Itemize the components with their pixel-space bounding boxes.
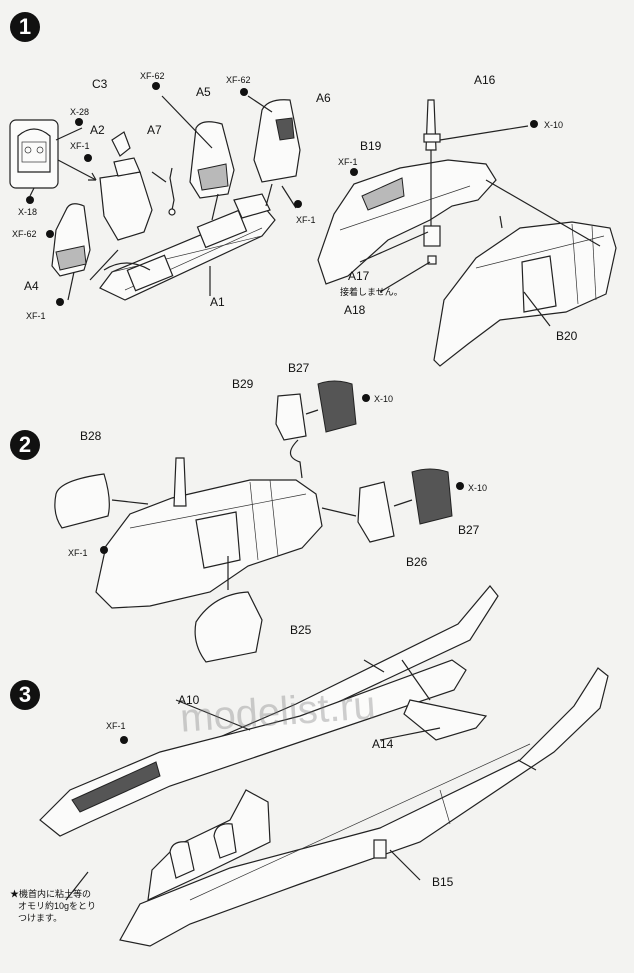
part-label-b27-bottom: B27 bbox=[458, 523, 480, 537]
paint-code-xf1-b: XF-1 bbox=[296, 215, 316, 225]
paint-code-x18: X-18 bbox=[18, 207, 38, 217]
step-2-badge: 2 bbox=[10, 430, 40, 460]
part-label-c3: C3 bbox=[92, 77, 108, 91]
nose-weight-note-line-3: つけます。 bbox=[18, 913, 63, 923]
paint-dot bbox=[84, 154, 92, 162]
paint-code-xf1: XF-1 bbox=[338, 157, 358, 167]
part-label-a16: A16 bbox=[474, 73, 496, 87]
paint-dot bbox=[26, 196, 34, 204]
part-label-b19: B19 bbox=[360, 139, 382, 153]
paint-code-xf1-a: XF-1 bbox=[70, 141, 90, 151]
paint-code-xf62-a: XF-62 bbox=[12, 229, 37, 239]
paint-dot bbox=[100, 546, 108, 554]
a17-note: 接着しません。 bbox=[340, 287, 403, 297]
part-label-b29: B29 bbox=[232, 377, 254, 391]
fuselage-step3-drawing bbox=[39, 585, 609, 947]
paint-dot bbox=[46, 230, 54, 238]
step-3-badge: 3 bbox=[10, 680, 40, 710]
part-label-a5: A5 bbox=[196, 85, 211, 99]
fuselage-step1-drawing bbox=[317, 99, 617, 367]
part-label-a1: A1 bbox=[210, 295, 225, 309]
paint-dot bbox=[530, 120, 538, 128]
paint-code-xf1-c: XF-1 bbox=[26, 311, 46, 321]
paint-code-x10-top: X-10 bbox=[374, 394, 394, 404]
part-label-b27-top: B27 bbox=[288, 361, 310, 375]
part-label-b28: B28 bbox=[80, 429, 102, 443]
part-label-a10: A10 bbox=[178, 693, 200, 707]
paint-dot bbox=[240, 88, 248, 96]
paint-dot bbox=[294, 200, 302, 208]
paint-dot bbox=[56, 298, 64, 306]
part-label-a6: A6 bbox=[316, 91, 331, 105]
part-label-a2: A2 bbox=[90, 123, 105, 137]
part-label-a18: A18 bbox=[344, 303, 366, 317]
part-label-a17: A17 bbox=[348, 269, 370, 283]
part-label-b20: B20 bbox=[556, 329, 578, 343]
paint-code-x28: X-28 bbox=[70, 107, 90, 117]
part-label-b26: B26 bbox=[406, 555, 428, 569]
nose-weight-note-line-2: オモリ約10gをとり bbox=[18, 901, 97, 911]
step-1-badge: 1 bbox=[10, 12, 40, 42]
part-label-a14: A14 bbox=[372, 737, 394, 751]
paint-dot bbox=[75, 118, 83, 126]
paint-dot bbox=[152, 82, 160, 90]
part-label-b25: B25 bbox=[290, 623, 312, 637]
paint-code-x10: X-10 bbox=[544, 120, 564, 130]
cockpit-tub-drawing bbox=[9, 95, 301, 301]
paint-dot bbox=[362, 394, 370, 402]
part-label-b15: B15 bbox=[432, 875, 454, 889]
nose-weight-note-line-1: ★機首内に粘土等の bbox=[10, 889, 92, 899]
paint-code-xf1-step2: XF-1 bbox=[68, 548, 88, 558]
paint-dot bbox=[120, 736, 128, 744]
paint-dot bbox=[350, 168, 358, 176]
paint-code-x10-bottom: X-10 bbox=[468, 483, 488, 493]
paint-code-xf62-b: XF-62 bbox=[140, 71, 165, 81]
part-label-a7: A7 bbox=[147, 123, 162, 137]
paint-code-xf1-step3: XF-1 bbox=[106, 721, 126, 731]
paint-dot bbox=[456, 482, 464, 490]
part-label-a4: A4 bbox=[24, 279, 39, 293]
paint-code-xf62-c: XF-62 bbox=[226, 75, 251, 85]
fuselage-step2-drawing bbox=[54, 380, 453, 663]
